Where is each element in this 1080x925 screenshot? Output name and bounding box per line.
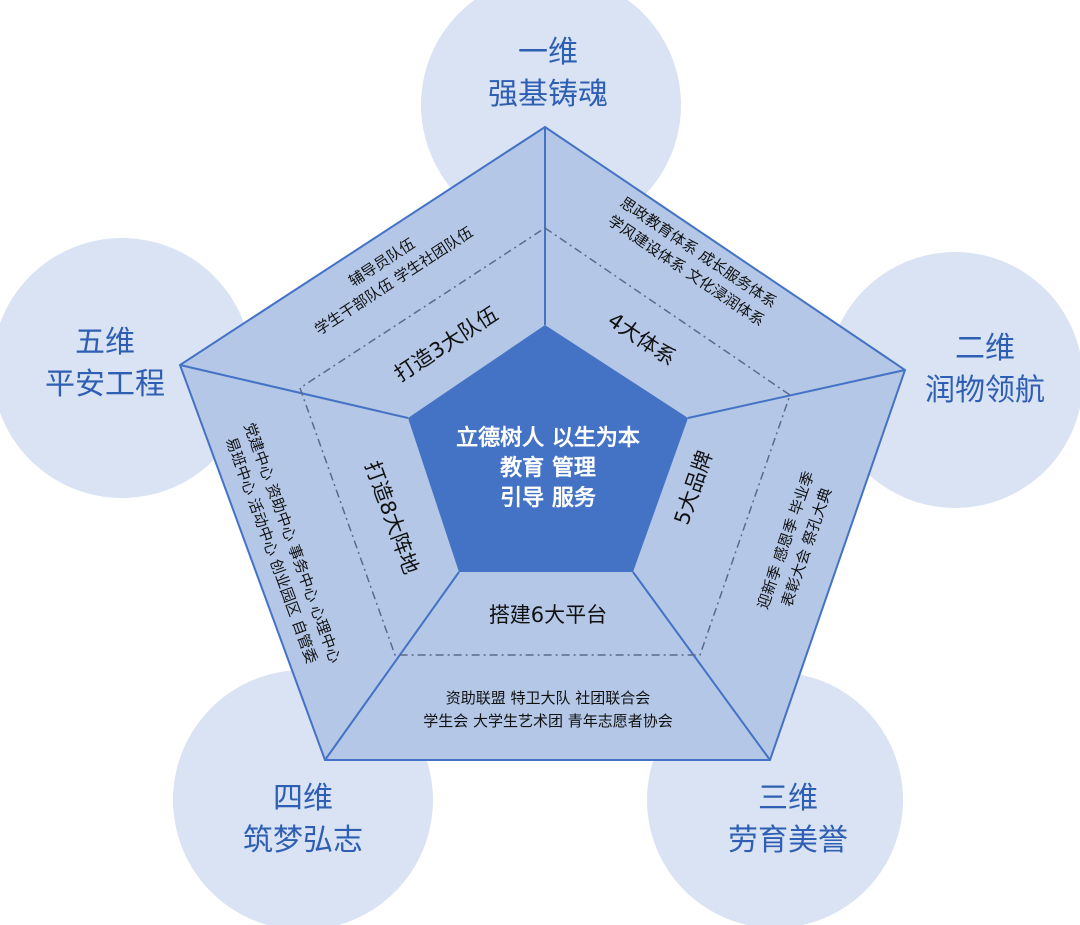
circle-dimension-5 [0, 238, 252, 498]
dimension-2-name: 润物领航 [925, 373, 1045, 408]
divider [632, 571, 771, 761]
divider [687, 369, 906, 419]
dimension-5-number: 五维 [75, 325, 135, 360]
center-line-1: 立德树人 以生为本 [456, 425, 640, 451]
divider [324, 571, 460, 761]
dashed-pentagon [299, 227, 791, 656]
platforms-title: 搭建6大平台 [489, 603, 607, 627]
center-line-3: 引导 服务 [500, 486, 597, 511]
platforms-line-1: 资助联盟 特卫大队 社团联合会 [446, 689, 651, 707]
dimension-1-number: 一维 [518, 35, 578, 70]
dimension-3-number: 三维 [758, 781, 818, 816]
dimension-3-name: 劳育美誉 [728, 823, 848, 858]
platforms-line-2: 学生会 大学生艺术团 青年志愿者协会 [423, 712, 673, 730]
inner-pentagon [408, 325, 688, 572]
dimension-2-number: 二维 [955, 331, 1015, 366]
divider [179, 364, 409, 419]
dimension-4-name: 筑梦弘志 [243, 823, 363, 858]
dimension-1-name: 强基铸魂 [488, 77, 608, 112]
circle-dimension-2 [827, 252, 1080, 508]
dimension-4-number: 四维 [273, 781, 333, 816]
dimension-5-name: 平安工程 [45, 367, 165, 402]
center-line-2: 教育 管理 [500, 455, 596, 481]
